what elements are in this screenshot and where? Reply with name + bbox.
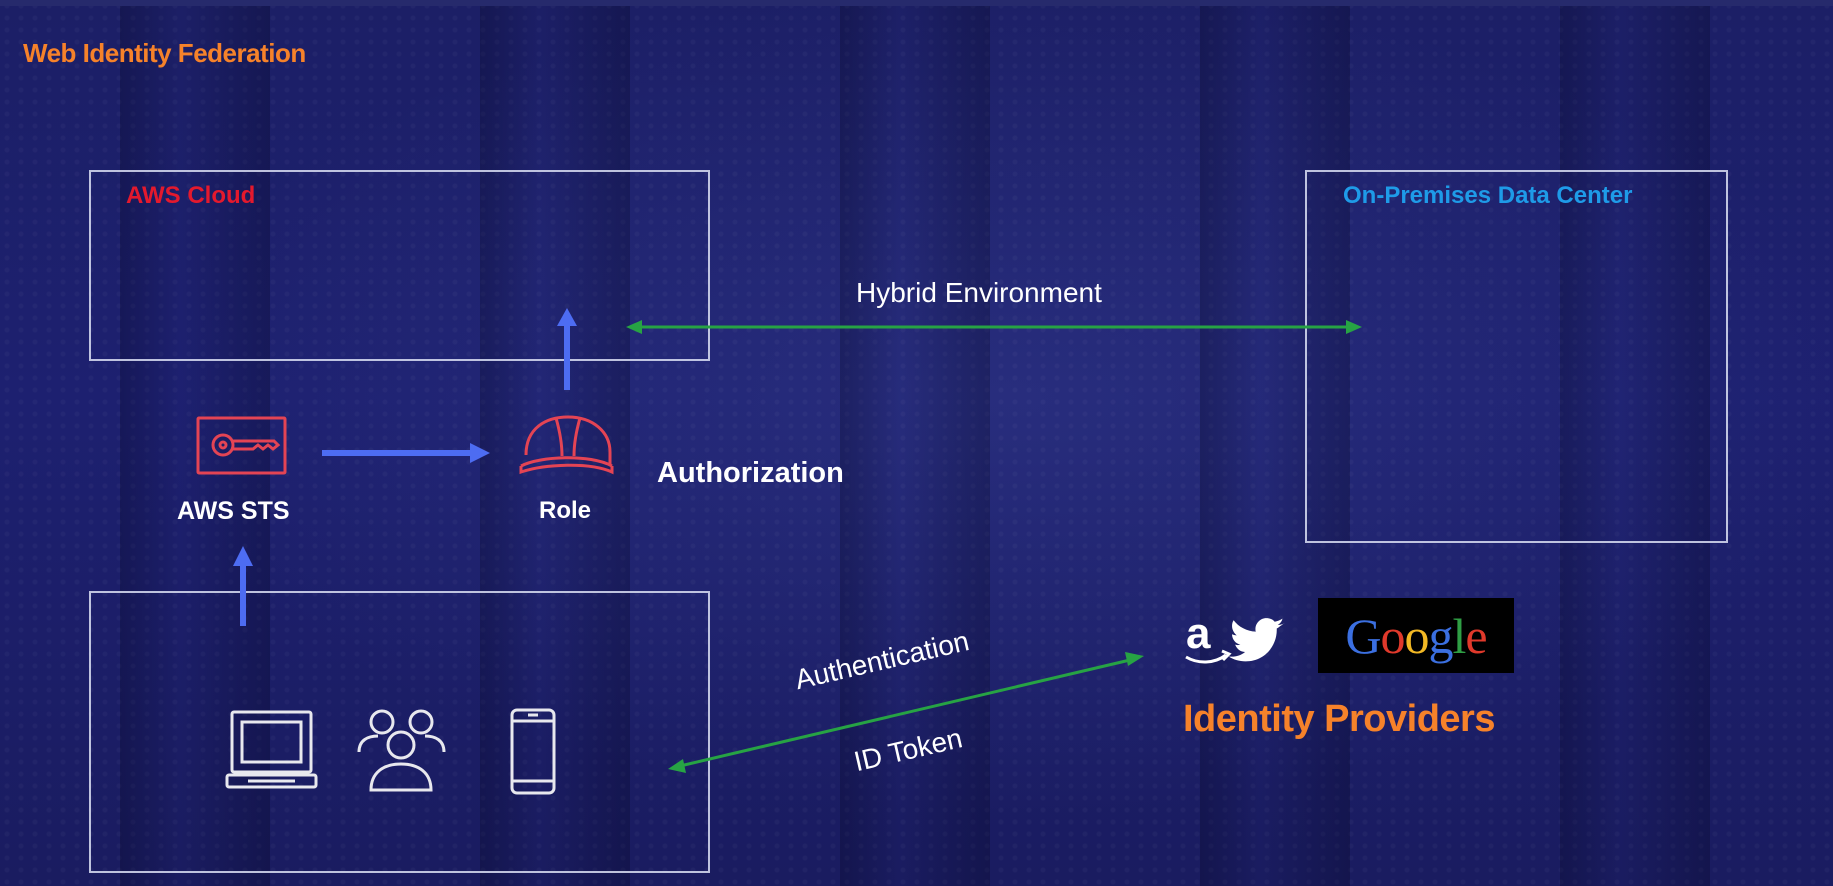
on-premises-box: On-Premises Data Center [1305, 170, 1728, 543]
google-letter: G [1345, 607, 1381, 664]
google-letter: e [1465, 607, 1487, 664]
aws-cloud-box: AWS Cloud [89, 170, 710, 361]
background-panel [840, 0, 990, 886]
svg-text:a: a [1186, 609, 1211, 658]
aws-sts-label: AWS STS [177, 497, 290, 525]
background-panel [1560, 0, 1710, 886]
sts-to-role-arrow [322, 443, 490, 463]
role-label: Role [539, 497, 592, 524]
authentication-arrow [668, 652, 1144, 773]
google-letter: o [1380, 607, 1406, 664]
hybrid-environment-label: Hybrid Environment [856, 277, 1102, 308]
users-to-sts-arrow [233, 546, 253, 626]
twitter-icon [1228, 618, 1286, 662]
identity-providers-label: Identity Providers [1183, 698, 1495, 740]
amazon-icon: a [1185, 609, 1232, 664]
role-to-cloud-arrow [557, 308, 577, 390]
users-box [89, 591, 710, 873]
aws-cloud-label: AWS Cloud [126, 182, 256, 209]
top-bar [0, 0, 1833, 6]
authorization-label: Authorization [657, 457, 844, 489]
background-panel [1200, 0, 1350, 886]
mobile-phone-icon [510, 708, 556, 795]
users-group-icon [357, 709, 446, 792]
google-letter: o [1404, 607, 1430, 664]
background-panel [120, 0, 270, 886]
laptop-icon [225, 710, 318, 789]
hybrid-arrow [626, 320, 1362, 334]
on-premises-label: On-Premises Data Center [1343, 182, 1633, 209]
google-letter: l [1452, 607, 1467, 664]
slide-title: Web Identity Federation [23, 38, 306, 68]
role-hardhat-icon [519, 415, 614, 475]
google-letter: g [1428, 607, 1454, 664]
sts-key-icon [196, 416, 287, 475]
